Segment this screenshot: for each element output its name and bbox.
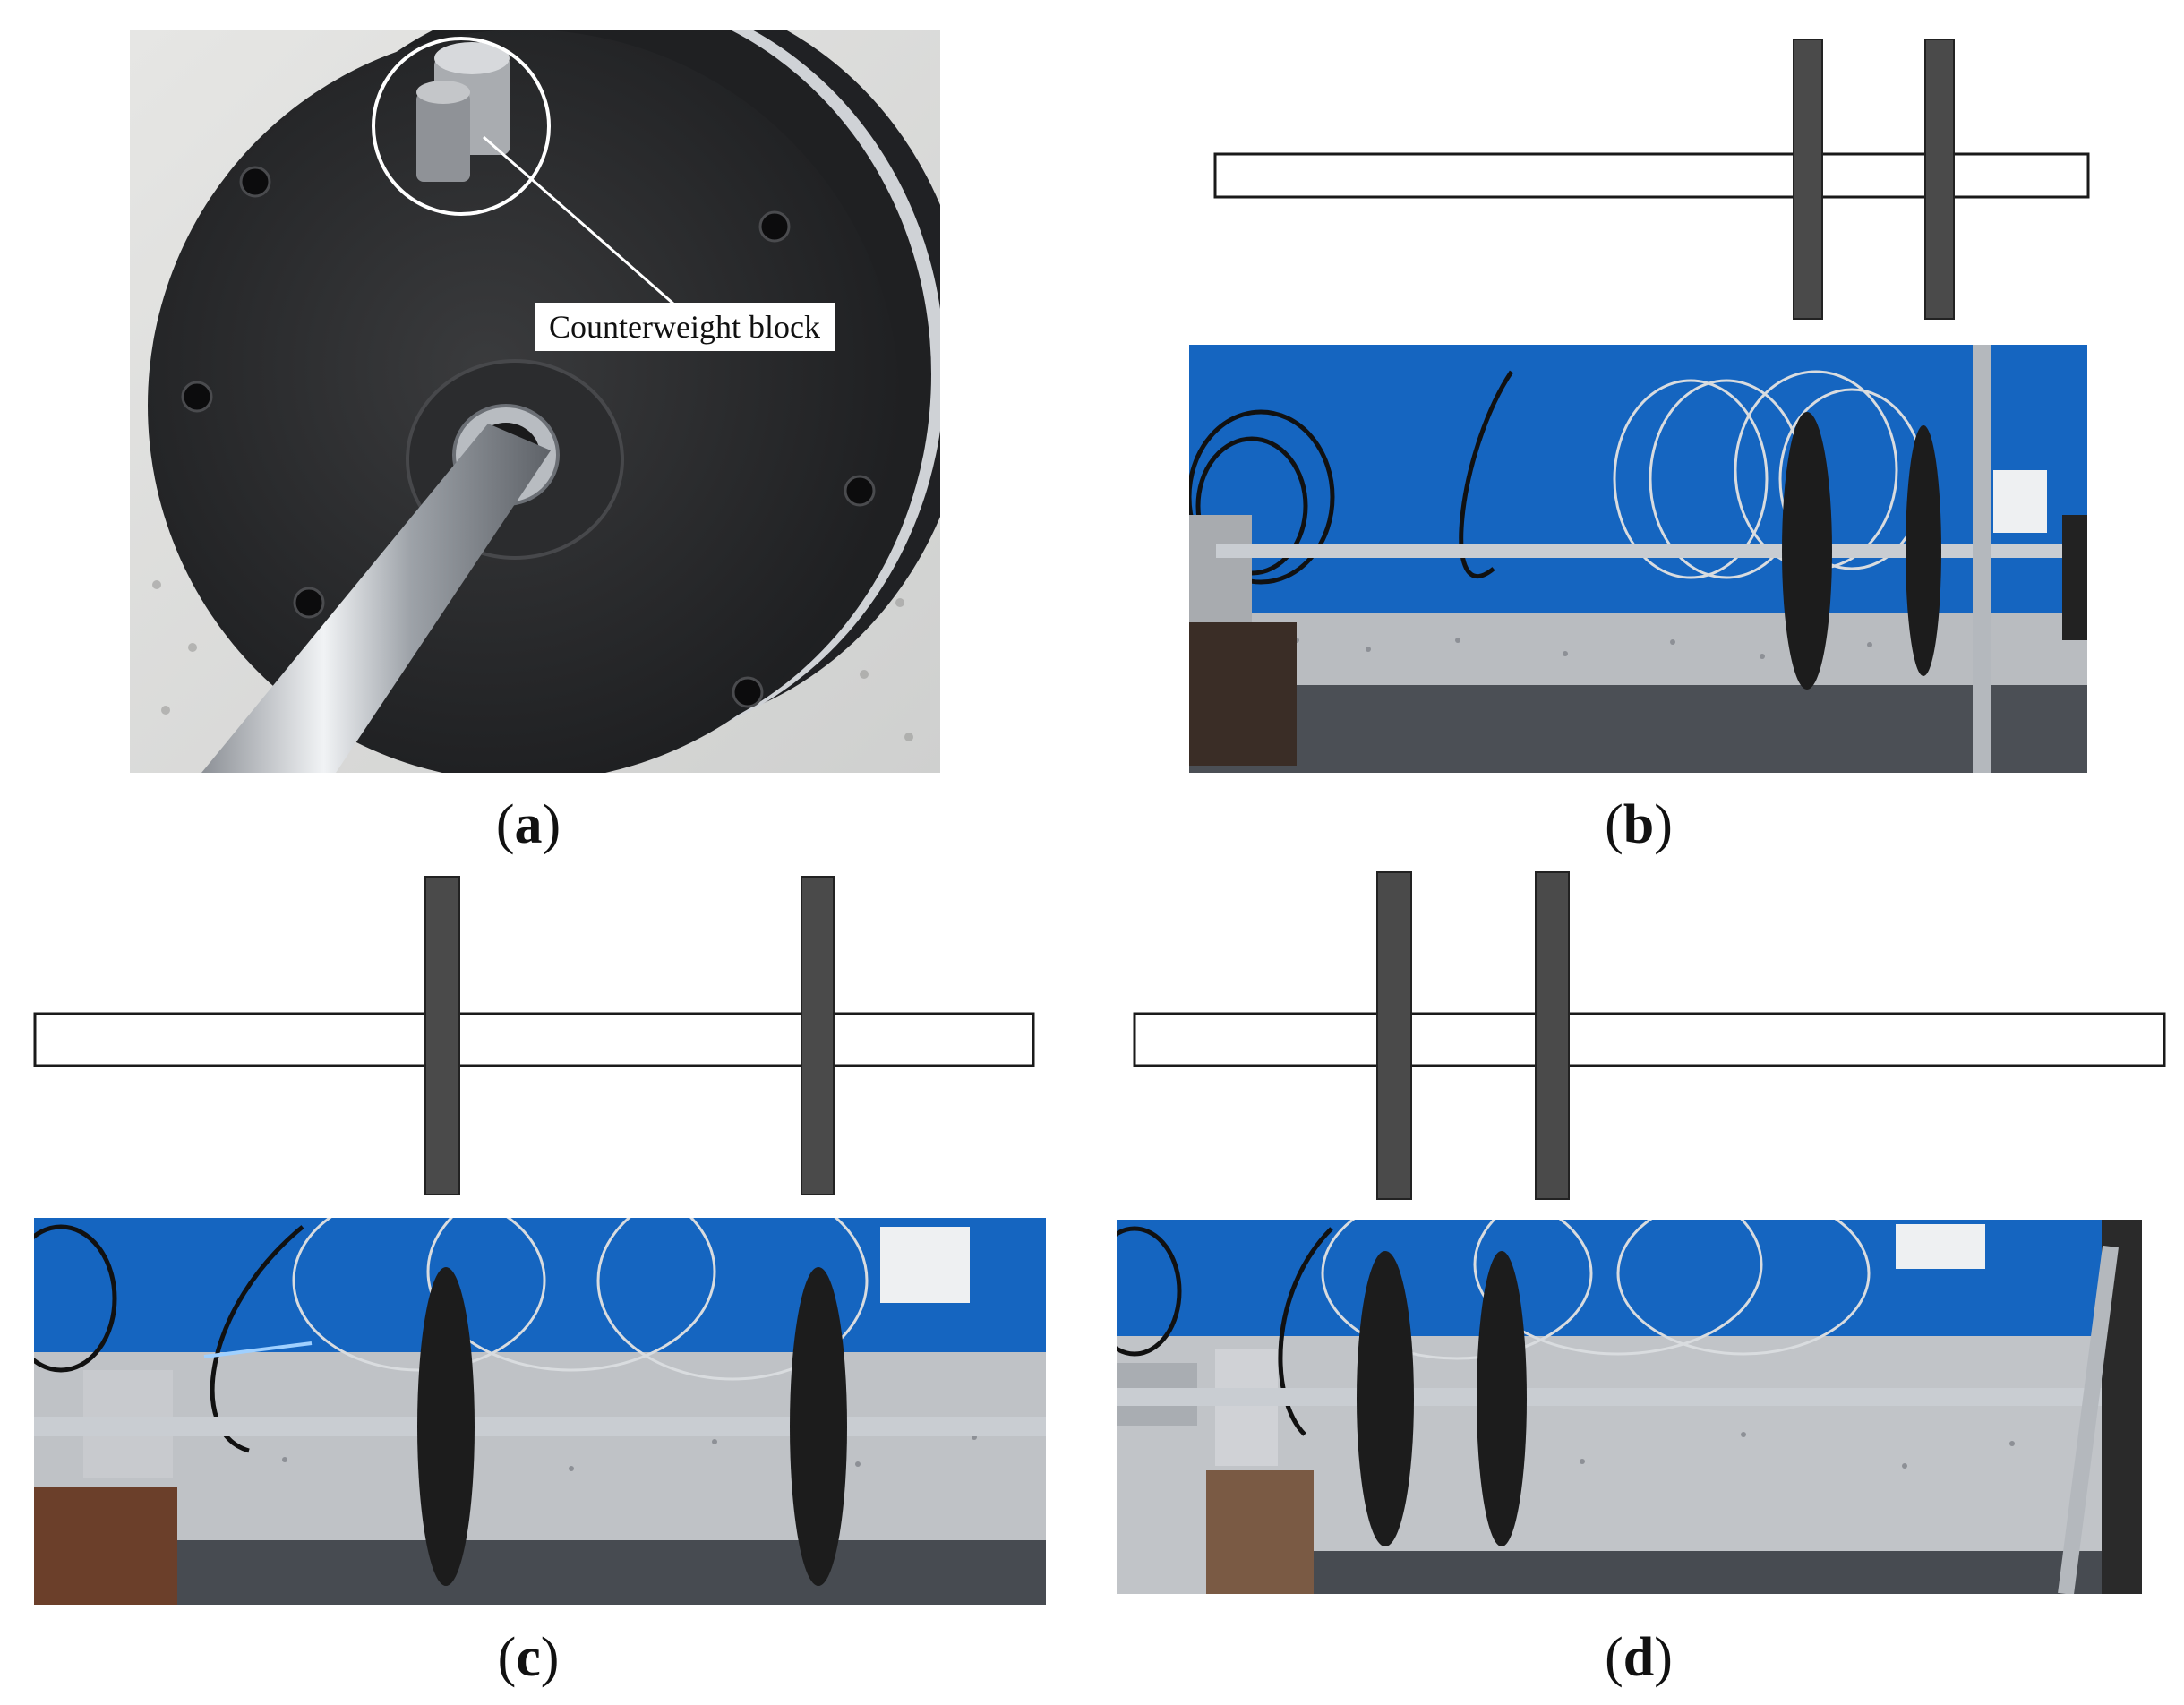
disk-schematic-2 bbox=[1924, 39, 1955, 320]
shaft-schematic bbox=[33, 1012, 1035, 1067]
photo-disk-closeup bbox=[130, 30, 940, 773]
caption-c: (c) bbox=[497, 1627, 560, 1688]
disk-schematic-1 bbox=[424, 876, 460, 1195]
panel-b: (b) bbox=[1092, 0, 2184, 860]
shaft-schematic bbox=[1133, 1012, 2166, 1067]
caption-d: (d) bbox=[1605, 1627, 1673, 1688]
counterweight-callout: Counterweight block bbox=[535, 303, 835, 351]
schematic-d bbox=[1133, 871, 2166, 1200]
disk-schematic-1 bbox=[1793, 39, 1823, 320]
disk-schematic-1 bbox=[1376, 871, 1412, 1200]
photo-rotor-c bbox=[34, 1218, 1046, 1605]
panel-a: Counterweight block (a) bbox=[0, 0, 1092, 860]
panel-d: (d) bbox=[1092, 860, 2184, 1705]
schematic-b bbox=[1213, 39, 2090, 320]
panel-c: (c) bbox=[0, 860, 1092, 1705]
photo-rotor-d bbox=[1117, 1220, 2142, 1594]
caption-b: (b) bbox=[1605, 794, 1673, 855]
photo-rotor-b bbox=[1189, 345, 2087, 773]
schematic-c bbox=[33, 876, 1035, 1195]
disk-schematic-2 bbox=[801, 876, 835, 1195]
disk-schematic-2 bbox=[1535, 871, 1570, 1200]
caption-a: (a) bbox=[495, 794, 561, 855]
shaft-schematic bbox=[1213, 152, 2090, 199]
disk-closeup-illustration bbox=[130, 30, 940, 773]
